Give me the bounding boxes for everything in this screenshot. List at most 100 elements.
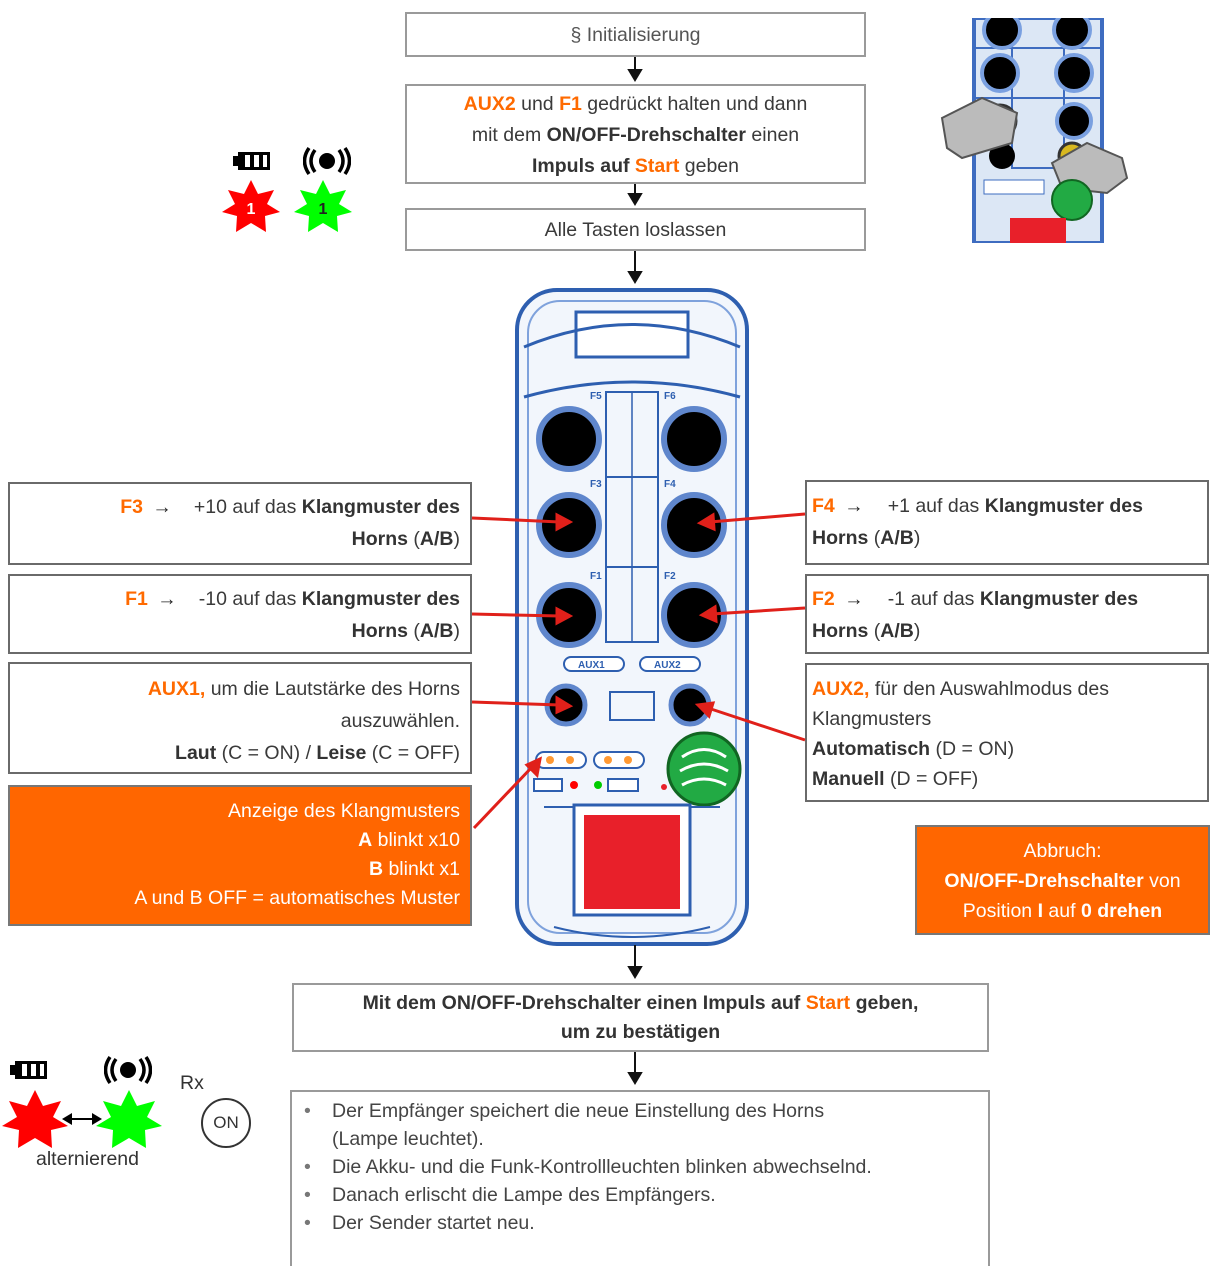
radio-icon — [103, 1056, 153, 1084]
display-line: blinkt x1 — [383, 858, 460, 880]
display-a: A — [358, 829, 373, 851]
receiver-on-text: ON — [213, 1113, 239, 1132]
f4-bold: Horns — [812, 527, 869, 549]
f1-bold: Klangmuster des — [301, 588, 460, 610]
result-item-continued: (Lampe leuchtet). — [332, 1128, 484, 1150]
hold-step-box: AUX2 und F1 gedrückt halten und dann mit… — [405, 84, 866, 184]
f4-text: +1 auf das — [887, 495, 985, 517]
confirm-step-box: Mit dem ON/OFF-Drehschalter einen Impuls… — [292, 983, 989, 1052]
f2-description-box: F2 → -1 auf das Klangmuster des Horns (A/… — [805, 574, 1209, 654]
f1-key-label: F1 — [559, 93, 582, 115]
f2-ab: A/B — [880, 620, 914, 642]
abort-text: auf — [1042, 900, 1081, 922]
display-line: Anzeige des Klangmusters — [228, 800, 460, 822]
aux1-key-label: AUX1, — [147, 678, 206, 700]
hold-text: mit dem — [471, 124, 547, 146]
f4-key-label: F4 — [812, 495, 835, 517]
init-step-label: § Initialisierung — [570, 24, 701, 46]
display-line: A und B OFF = automatisches Muster — [134, 887, 460, 909]
display-line: blinkt x10 — [372, 829, 460, 851]
onoff-switch-label: ON/OFF-Drehschalter — [546, 124, 746, 146]
receiver-on-indicator: ON — [201, 1098, 251, 1148]
battery-led-red-burst: 1 — [222, 180, 280, 232]
f3-bold: Horns — [351, 528, 408, 550]
f1-key-label: F1 — [125, 588, 148, 610]
aux1-text: (C = OFF) — [366, 742, 460, 764]
radio-led-green-burst: 1 — [294, 180, 352, 232]
impulse-label: Impuls auf — [531, 155, 635, 177]
f2-bold: Klangmuster des — [979, 588, 1139, 610]
confirm-text: geben, — [850, 992, 919, 1014]
f1-bold: Horns — [351, 620, 408, 642]
remote-label-f3: F3 — [590, 479, 602, 490]
f1-ab: A/B — [419, 620, 454, 642]
f2-text: ( — [868, 620, 881, 642]
aux2-text: für den Auswahlmodus des — [869, 678, 1109, 700]
abort-text: Position — [962, 900, 1038, 922]
battery-icon — [10, 1060, 48, 1080]
aux2-key-label: AUX2, — [812, 678, 870, 700]
f1-text: -10 auf das — [198, 588, 302, 610]
battery-led-red-burst — [2, 1090, 68, 1148]
aux2-text: (D = ON) — [930, 738, 1015, 760]
f2-text: -1 auf das — [887, 588, 980, 610]
aux1-laut: Laut — [175, 742, 217, 764]
release-step-box: Alle Tasten loslassen — [405, 208, 866, 251]
abort-onoff: ON/OFF-Drehschalter — [944, 870, 1144, 892]
red-led-count: 1 — [247, 201, 256, 218]
receiver-label: Rx — [180, 1072, 204, 1094]
hold-text: gedrückt halten und dann — [581, 93, 808, 115]
abort-zero: 0 drehen — [1080, 900, 1163, 922]
alternating-arrow-icon — [62, 1110, 102, 1126]
f4-description-box: F4 →+1 auf das Klangmuster des Horns (A/… — [805, 480, 1209, 565]
remote-label-aux1: AUX1 — [578, 660, 605, 671]
remote-label-f5: F5 — [590, 391, 602, 402]
remote-label-aux2: AUX2 — [654, 660, 681, 671]
arrow-icon: → — [844, 588, 864, 610]
arrow-icon: → — [152, 496, 172, 518]
f3-bold: Klangmuster des — [301, 496, 460, 518]
result-list: Der Empfänger speichert die neue Einstel… — [292, 1097, 988, 1237]
f1-text: ( — [407, 620, 420, 642]
pattern-display-box: Anzeige des Klangmusters A blinkt x10 B … — [8, 785, 472, 926]
battery-icon — [233, 151, 271, 171]
display-b: B — [368, 858, 384, 880]
result-item: Danach erlischt die Lampe des Empfängers… — [292, 1181, 988, 1209]
arrow-icon: → — [157, 588, 177, 610]
abort-i: I — [1037, 900, 1043, 922]
f2-key-label: F2 — [812, 588, 835, 610]
f3-text: +10 auf das — [193, 496, 302, 518]
green-led-count: 1 — [319, 201, 328, 218]
alternating-label: alternierend — [36, 1148, 139, 1170]
aux2-manual: Manuell — [812, 768, 885, 790]
aux1-text: um die Lautstärke des Horns — [205, 678, 460, 700]
f4-text: ) — [913, 527, 921, 549]
arrow-icon: → — [844, 495, 864, 517]
result-item: Die Akku- und die Funk-Kontrollleuchten … — [292, 1153, 988, 1181]
aux2-auto: Automatisch — [812, 738, 931, 760]
remote-label-f6: F6 — [664, 391, 676, 402]
aux1-text: (C = ON) / — [216, 742, 317, 764]
f3-text: ( — [407, 528, 420, 550]
radio-icon — [302, 147, 352, 175]
f3-description-box: F3 →+10 auf das Klangmuster des Horns (A… — [8, 482, 472, 565]
init-step-box: § Initialisierung — [405, 12, 866, 57]
aux2-text: (D = OFF) — [884, 768, 979, 790]
f4-bold: Klangmuster des — [984, 495, 1143, 517]
f2-bold: Horns — [812, 620, 869, 642]
remote-label-f2: F2 — [664, 571, 676, 582]
hold-text: und — [515, 93, 560, 115]
aux1-leise: Leise — [316, 742, 367, 764]
release-step-label: Alle Tasten loslassen — [544, 219, 727, 241]
remote-control-drawing: F5 F6 F3 F4 F1 F2 AUX1 AUX2 — [514, 287, 750, 947]
start-label: Start — [805, 992, 851, 1014]
f1-description-box: F1 → -10 auf das Klangmuster des Horns (A… — [8, 574, 472, 654]
abort-box: Abbruch: ON/OFF-Drehschalter von Positio… — [915, 825, 1210, 935]
aux2-description-box: AUX2, für den Auswahlmodus des Klangmust… — [805, 663, 1209, 802]
abort-text: von — [1143, 870, 1181, 892]
hold-text: geben — [679, 155, 740, 177]
f3-text: ) — [453, 528, 461, 550]
remote-hands-illustration — [922, 10, 1132, 245]
radio-led-green-burst — [96, 1090, 162, 1148]
f1-text: ) — [453, 620, 461, 642]
